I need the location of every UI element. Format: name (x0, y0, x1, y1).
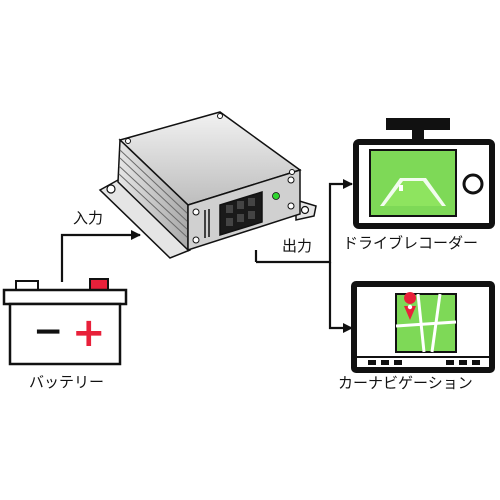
dashcam-lens (462, 173, 484, 195)
map-pin-icon (404, 292, 417, 320)
navigation-screen-icon (351, 281, 495, 373)
power-converter-module-icon (98, 111, 317, 259)
input-wire (60, 230, 141, 282)
output-wire (254, 179, 353, 333)
output-label: 出力 (282, 237, 312, 255)
battery-minus-symbol: − (33, 311, 63, 352)
input-label: 入力 (73, 209, 103, 227)
dashcam-icon (353, 118, 495, 229)
battery-label: バッテリー (29, 373, 104, 391)
car-navigation-label: カーナビゲーション (338, 374, 473, 392)
status-led (272, 192, 280, 200)
battery-plus-symbol: + (72, 310, 106, 356)
car-battery-icon: − + (2, 278, 128, 366)
drive-recorder-label: ドライブレコーダー (343, 234, 478, 252)
